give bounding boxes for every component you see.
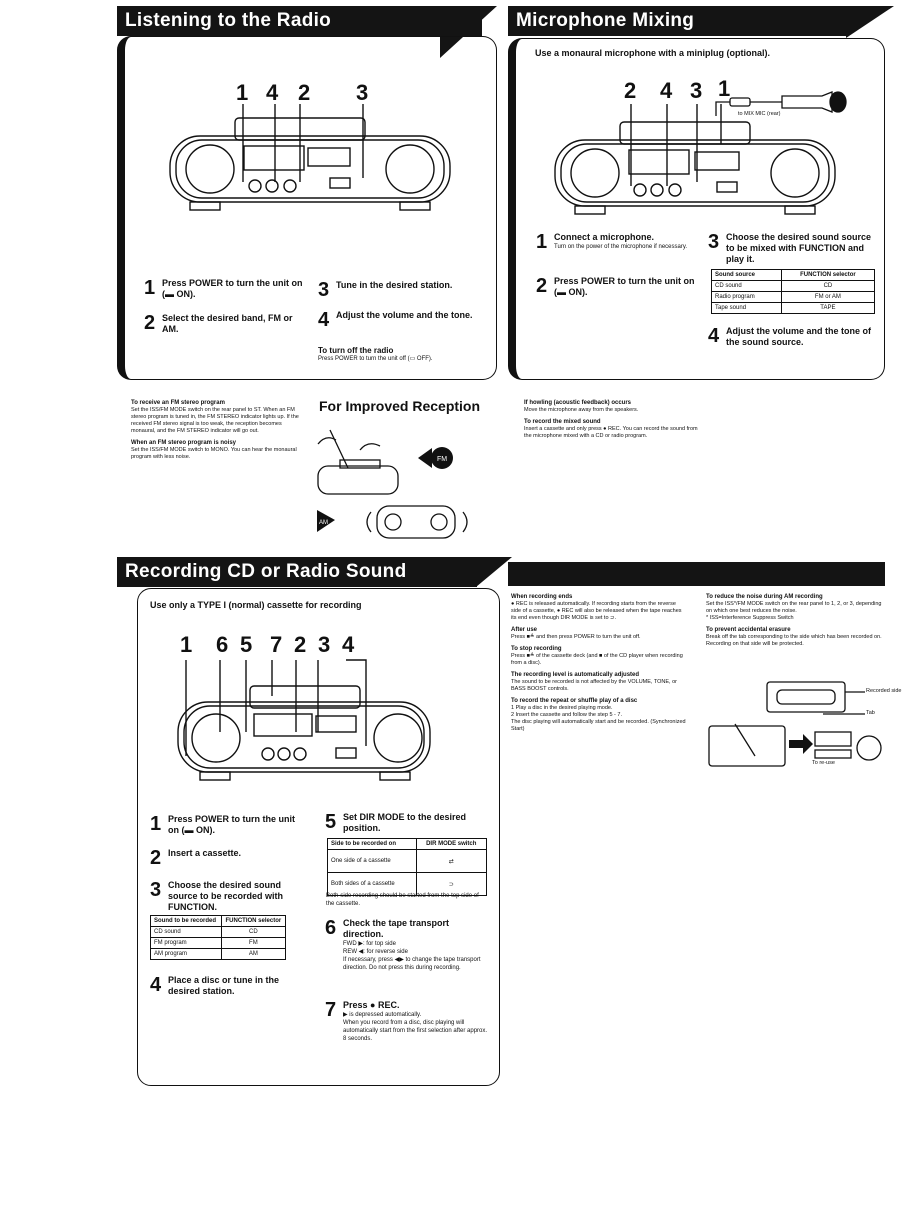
mic-panel xyxy=(508,38,885,380)
record-step-1: 1 Press POWER to turn the unit on (▬ ON)… xyxy=(150,813,296,835)
reception-fm-label: FM xyxy=(437,456,447,463)
radio-title-banner: Listening to the Radio xyxy=(117,6,482,36)
record-callout-3: 3 xyxy=(318,632,331,657)
record-panel xyxy=(137,588,500,1086)
record-callout-7: 7 xyxy=(270,632,283,657)
mic-step-1: 1 Connect a microphone. Turn on the powe… xyxy=(536,231,688,253)
reception-title: For Improved Reception xyxy=(319,398,481,414)
record-dir-note: Both-side recording should be started fr… xyxy=(326,893,479,907)
reception-am-label: AM xyxy=(319,520,328,526)
record-subtitle: Use only a TYPE I (normal) cassette for … xyxy=(150,600,362,610)
reception-am-illustration: AM xyxy=(317,505,468,539)
record-banner-wedge xyxy=(476,557,512,587)
radio-title: Listening to the Radio xyxy=(125,10,332,31)
record-callout-1: 1 xyxy=(180,632,193,657)
mic-microphone-icon xyxy=(715,91,847,116)
mic-jack-label: to MIX MIC (rear) xyxy=(738,111,781,117)
record-notes-mid: When recording ends● REC is released aut… xyxy=(511,594,687,738)
mic-callout-3: 3 xyxy=(690,78,703,103)
radio-boombox-illustration xyxy=(169,104,451,211)
record-callout-6: 6 xyxy=(216,632,229,657)
record-title: Recording CD or Radio Sound xyxy=(125,561,407,582)
record-title-banner: Recording CD or Radio Sound xyxy=(117,557,477,587)
record-step-2: 2 Insert a cassette. xyxy=(150,847,242,869)
record-callout-5: 5 xyxy=(240,632,253,657)
mic-subtitle: Use a monaural microphone with a miniplu… xyxy=(535,48,771,58)
label-reuse: To re-use xyxy=(812,760,835,766)
mic-title: Microphone Mixing xyxy=(516,10,695,31)
mic-callout-1: 1 xyxy=(718,76,731,101)
mic-boombox-illustration xyxy=(554,104,836,215)
mic-banner-wedge xyxy=(846,6,894,38)
mic-step-3: 3 Choose the desired sound source to be … xyxy=(708,231,872,264)
mic-callout-2: 2 xyxy=(624,78,637,103)
radio-turn-off-text: Press POWER to turn the unit off (▭ OFF)… xyxy=(318,356,433,362)
note-repeat-shuffle: To record the repeat or shuffle play of … xyxy=(511,698,686,732)
radio-step-3: 3 Tune in the desired station. xyxy=(318,279,453,301)
record-black-bar xyxy=(508,562,885,586)
note-recording-ends: When recording ends● REC is released aut… xyxy=(511,594,682,621)
radio-banner-wedge xyxy=(440,6,497,58)
radio-panel xyxy=(117,36,497,380)
radio-step-4: 4 Adjust the volume and the tone. xyxy=(318,309,473,331)
record-step-4: 4 Place a disc or tune in the desired st… xyxy=(150,974,280,996)
radio-callout-1: 1 xyxy=(236,80,249,105)
reception-fm-illustration: FM xyxy=(317,429,453,495)
mic-step-2: 2 Press POWER to turn the unit on (▬ ON)… xyxy=(536,275,695,297)
record-callout-4: 4 xyxy=(342,632,355,657)
radio-callout-2: 2 xyxy=(298,80,311,105)
record-step-7: 7 Press ● REC. ▶ is depressed automatica… xyxy=(325,999,488,1042)
cassette-tab-illustration xyxy=(708,681,882,767)
mic-title-banner: Microphone Mixing xyxy=(508,6,848,36)
record-step-3: 3 Choose the desired sound source to be … xyxy=(150,879,284,912)
mic-step-4: 4 Adjust the volume and the tone of the … xyxy=(708,325,872,347)
label-tab: Tab xyxy=(866,710,875,716)
mic-callout-4: 4 xyxy=(660,78,673,103)
radio-callout-4: 4 xyxy=(266,80,279,105)
radio-turn-off-title: To turn off the radio xyxy=(318,346,394,355)
record-step-6: 6 Check the tape transport direction. FW… xyxy=(325,917,481,971)
record-boombox-illustration xyxy=(177,659,431,781)
radio-step-1: 1 Press POWER to turn the unit on (▬ ON)… xyxy=(144,277,303,299)
radio-step-2: 2 Select the desired band, FM or AM. xyxy=(144,312,293,334)
note-level-adjusted: The recording level is automatically adj… xyxy=(511,672,678,692)
radio-turn-off: To turn off the radio Press POWER to tur… xyxy=(318,346,488,362)
record-callout-2: 2 xyxy=(294,632,307,657)
record-step-5: 5 Set DIR MODE to the desired position. xyxy=(325,811,467,833)
radio-callout-3: 3 xyxy=(356,80,369,105)
label-recorded-side: Recorded side xyxy=(866,688,902,694)
